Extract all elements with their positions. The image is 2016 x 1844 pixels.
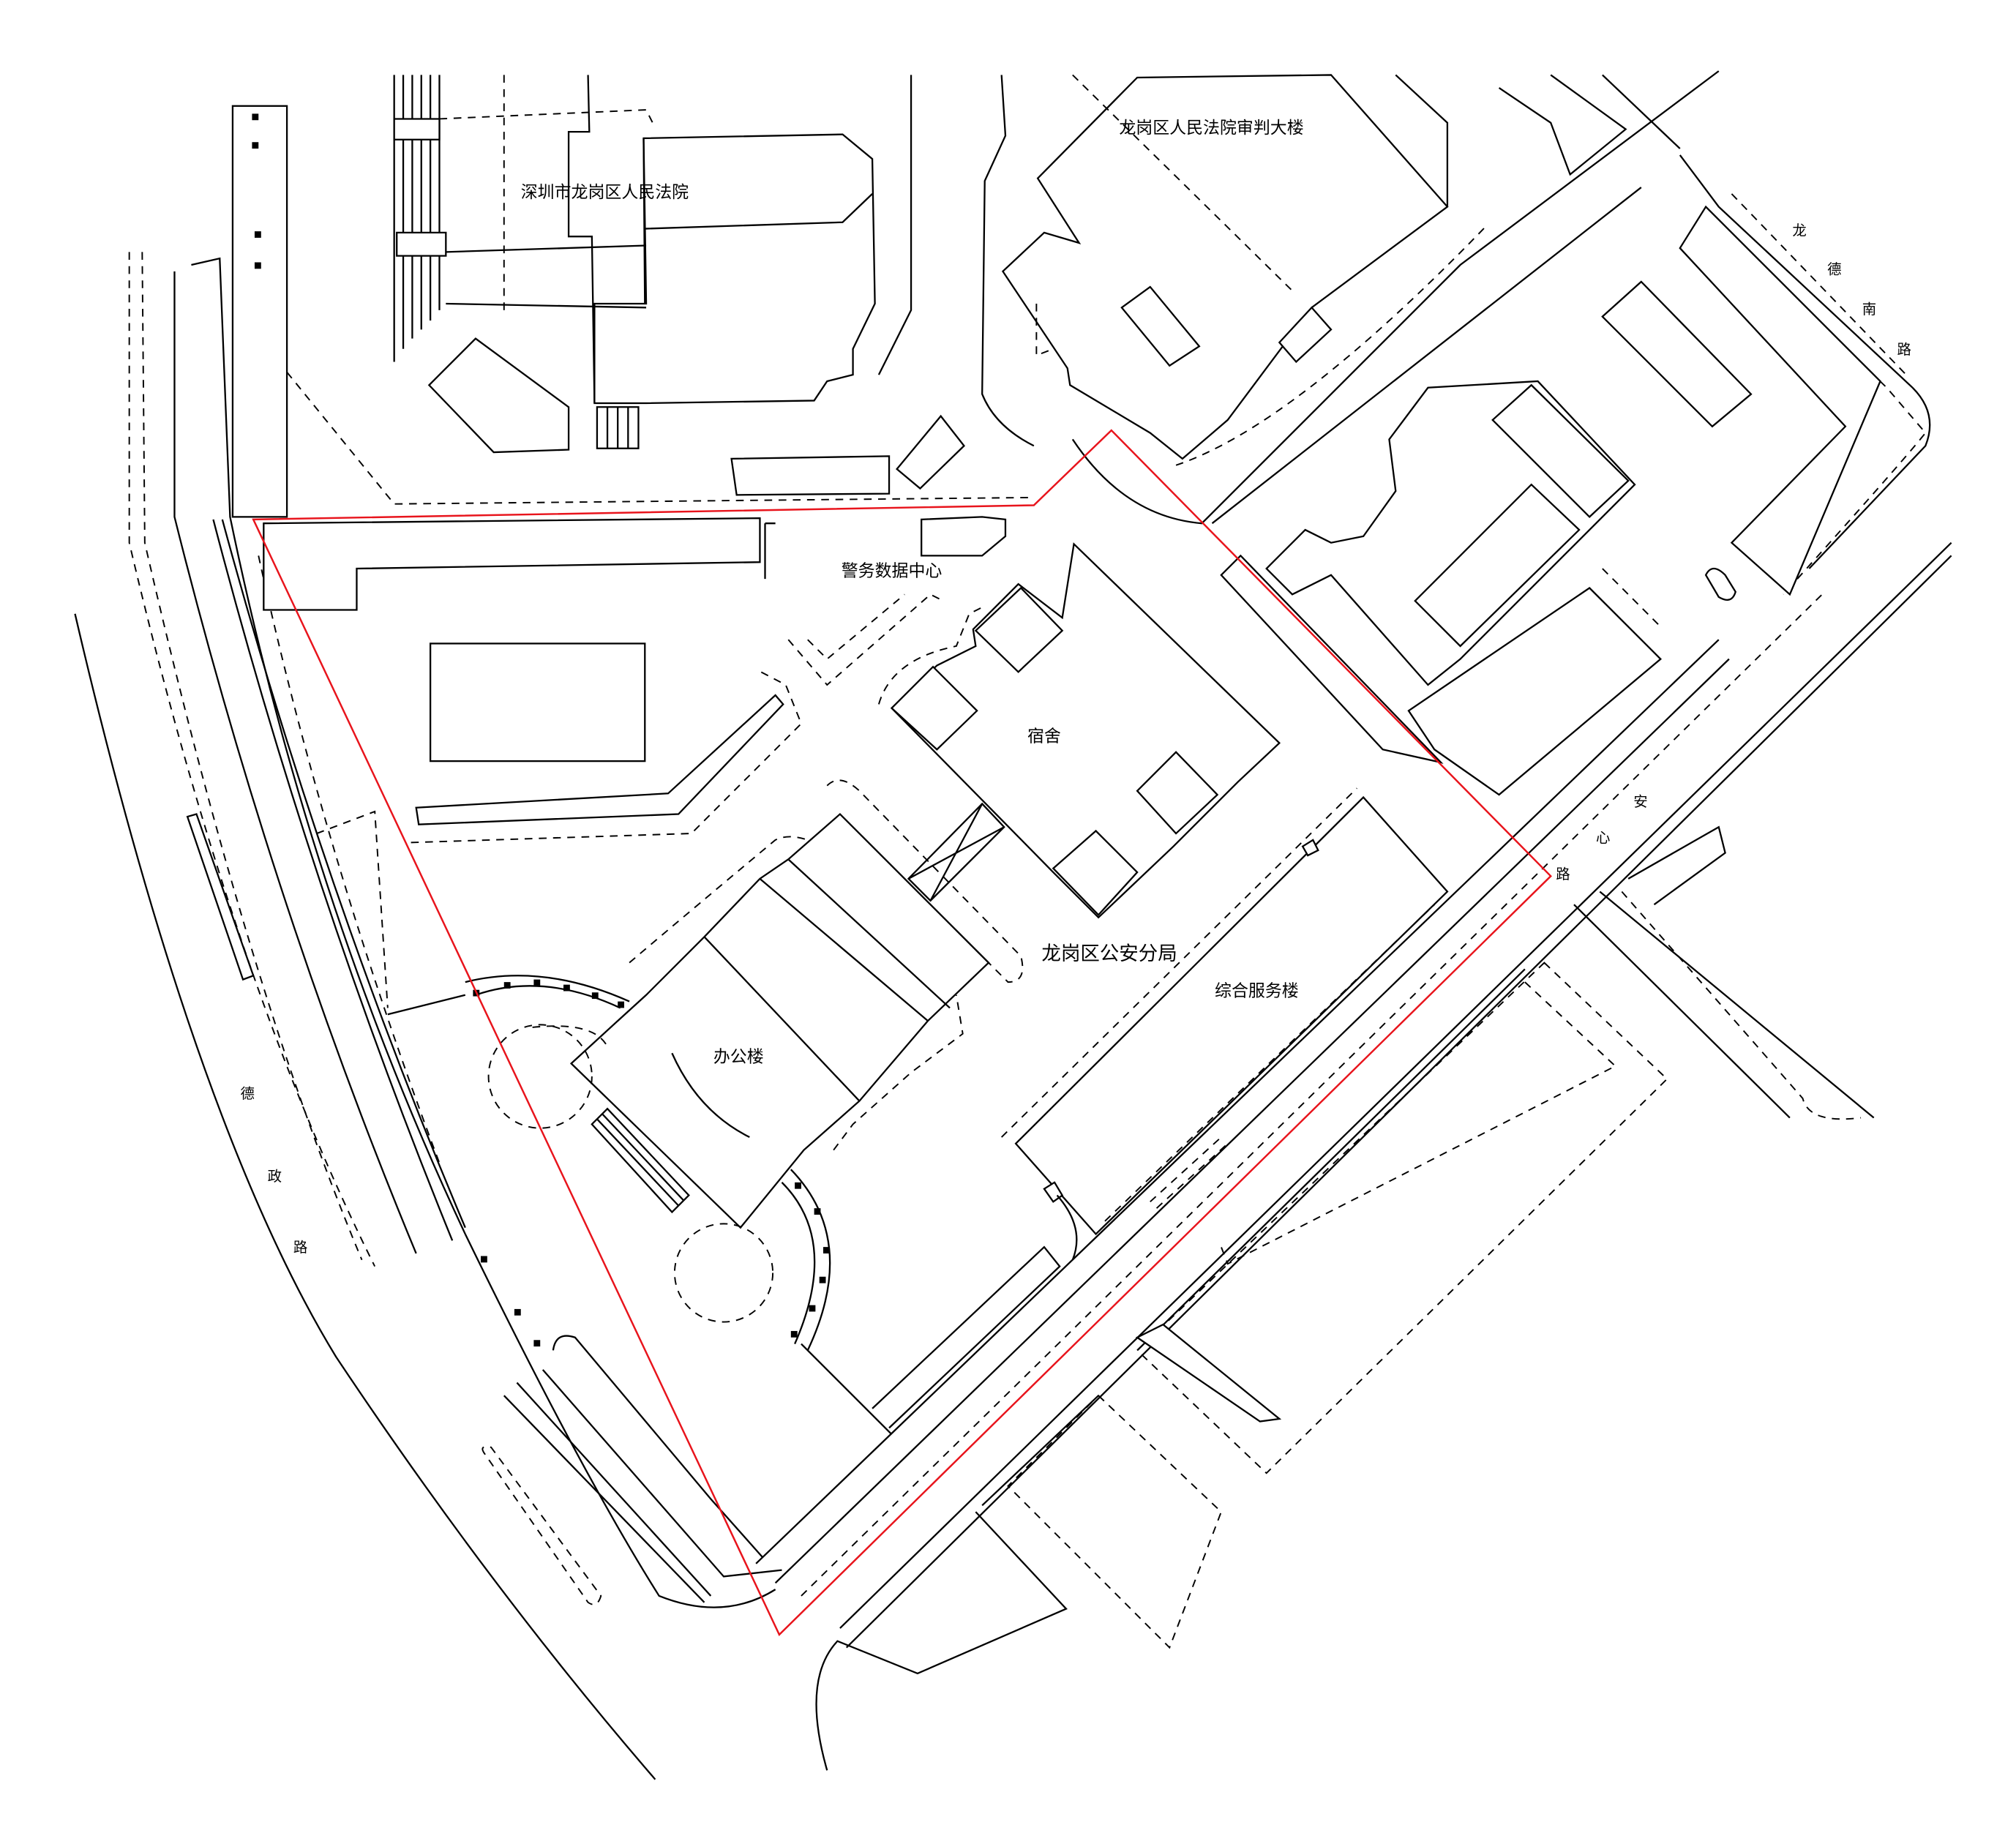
road-label-longdenan-3: 南 <box>1862 301 1876 318</box>
label-court: 深圳市龙岗区人民法院 <box>521 183 689 202</box>
bottom-blocks <box>815 962 1668 1771</box>
bollard-dots <box>252 113 541 1347</box>
road-label-anxin-2: 心 <box>1596 829 1610 846</box>
road-label-anxin-1: 安 <box>1633 793 1647 810</box>
road-label-dezheng-3: 路 <box>293 1239 307 1256</box>
court-complex <box>393 75 1035 496</box>
road-label-longdenan-2: 德 <box>1827 261 1841 277</box>
label-dormitory: 宿舍 <box>1027 727 1061 746</box>
office-building <box>465 779 1061 1436</box>
service-building <box>1000 787 1449 1261</box>
court-trial-building <box>1001 74 1681 460</box>
label-police-data-center: 警务数据中心 <box>842 562 943 581</box>
label-court-trial-building: 龙岗区人民法院审判大楼 <box>1119 119 1303 138</box>
label-service-building: 综合服务楼 <box>1215 982 1299 1001</box>
road-label-anxin-3: 路 <box>1556 866 1570 882</box>
site-boundary <box>252 429 1552 1637</box>
dezheng-road <box>74 105 1034 1780</box>
right-buildings <box>1220 205 1881 796</box>
label-office-building: 办公楼 <box>713 1048 764 1067</box>
diagonal-roads <box>755 70 1952 1649</box>
road-label-dezheng-1: 德 <box>241 1085 255 1102</box>
label-police-bureau: 龙岗区公安分局 <box>1041 942 1177 965</box>
labels: 深圳市龙岗区人民法院 龙岗区人民法院审判大楼 警务数据中心 宿舍 龙岗区公安分局… <box>241 119 1911 1256</box>
dormitory-building <box>877 542 1281 919</box>
road-label-dezheng-2: 政 <box>268 1168 282 1185</box>
road-label-longdenan-1: 龙 <box>1792 222 1806 239</box>
site-structures <box>263 516 1007 1016</box>
road-label-longdenan-4: 路 <box>1897 341 1911 358</box>
